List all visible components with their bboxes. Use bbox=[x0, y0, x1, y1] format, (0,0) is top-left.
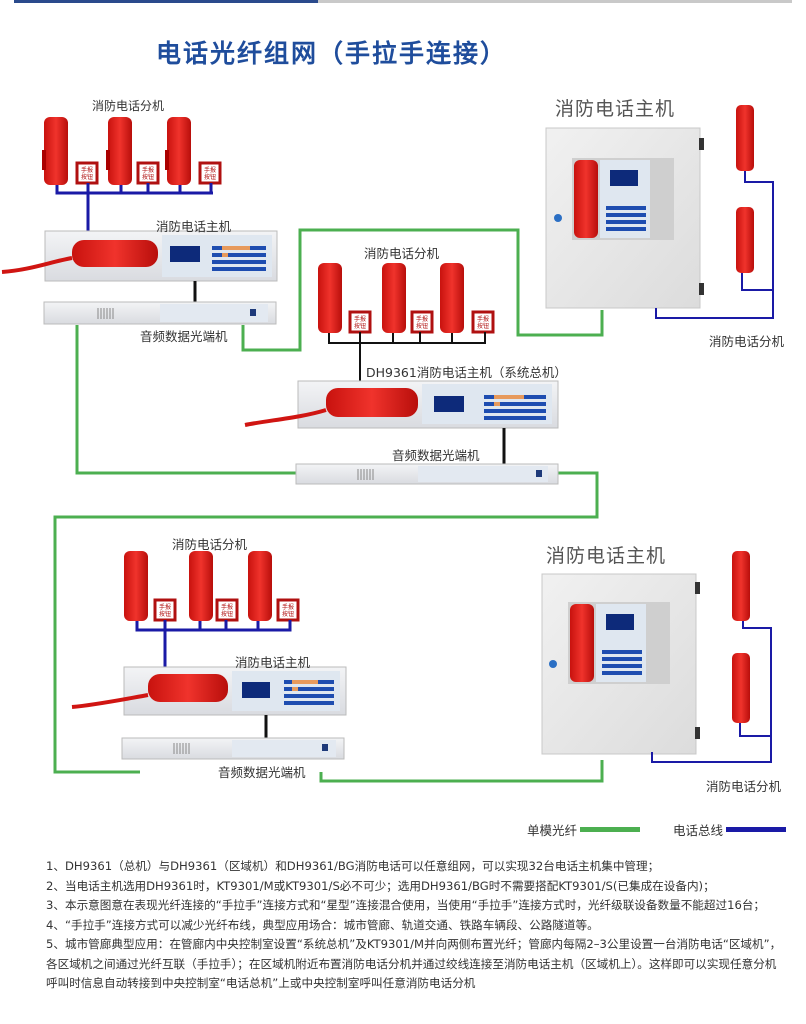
optical-terminal bbox=[121, 737, 345, 760]
group3-extensions-label: 消防电话分机 bbox=[172, 537, 248, 552]
alarm-button-caption: 手报 bbox=[477, 315, 489, 323]
phone-bus bbox=[651, 621, 772, 763]
group1-extensions-label: 消防电话分机 bbox=[92, 99, 165, 113]
alarm-button-caption: 手报 bbox=[142, 166, 154, 174]
alarm-button-caption: 按钮 bbox=[354, 322, 366, 330]
group1-host-label: 消防电话主机 bbox=[156, 219, 232, 234]
extension-phone bbox=[318, 263, 342, 333]
group1-optical-label: 音频数据光端机 bbox=[140, 329, 228, 344]
alarm-button-caption: 按钮 bbox=[282, 610, 294, 618]
extension-phones bbox=[42, 117, 191, 185]
extension-phone bbox=[736, 207, 754, 273]
fiber-line bbox=[319, 760, 604, 783]
wall-cabinet bbox=[545, 127, 704, 309]
phone-bus bbox=[135, 620, 292, 668]
cabinet-top bbox=[545, 105, 774, 319]
note-item: 2、当电话主机选用DH9361时，KT9301/M或KT9301/S必不可少；选… bbox=[46, 878, 715, 893]
extension-phone bbox=[165, 117, 191, 185]
extension-phones bbox=[736, 105, 754, 273]
wall-cabinet bbox=[541, 573, 700, 755]
top-divider bbox=[14, 0, 792, 3]
group2-optical-label: 音频数据光端机 bbox=[392, 448, 480, 463]
extension-phones bbox=[318, 263, 464, 333]
notes: 1、DH9361（总机）与DH9361（区域机）和DH9361/BG消防电话可以… bbox=[46, 857, 786, 994]
note-item: 5、城市管廊典型应用：在管廊内中央控制室设置“系统总机”及KT9301/M并向两… bbox=[46, 937, 782, 990]
extension-phones bbox=[124, 551, 272, 621]
alarm-button-caption: 按钮 bbox=[159, 610, 171, 618]
alarm-button-caption: 手报 bbox=[204, 166, 216, 174]
alarm-button-caption: 按钮 bbox=[142, 173, 154, 181]
note-item: 4、“手拉手”连接方式可以减少光纤布线，典型应用场合：城市管廊、轨道交通、铁路车… bbox=[46, 917, 599, 932]
top-divider-accent bbox=[14, 0, 318, 3]
alarm-button-caption: 手报 bbox=[159, 603, 171, 611]
cabinet-bottom-extensions-label: 消防电话分机 bbox=[706, 779, 782, 794]
alarm-button-caption: 手报 bbox=[416, 315, 428, 323]
alarm-button-caption: 手报 bbox=[354, 315, 366, 323]
group3-optical-label: 音频数据光端机 bbox=[218, 765, 306, 780]
host-panel bbox=[244, 380, 559, 429]
phone-bus bbox=[55, 183, 213, 232]
extension-phones bbox=[732, 551, 750, 723]
extension-phone bbox=[440, 263, 464, 333]
alarm-button-caption: 按钮 bbox=[204, 173, 216, 181]
fiber-line bbox=[75, 325, 296, 475]
page-title: 电话光纤组网（手拉手连接） bbox=[156, 39, 508, 68]
host-panel bbox=[1, 230, 278, 282]
extension-phone bbox=[189, 551, 213, 621]
fiber-lines bbox=[53, 228, 604, 783]
alarm-button bbox=[471, 310, 495, 334]
legend-fiber-swatch bbox=[580, 827, 641, 832]
extension-phone bbox=[382, 263, 406, 333]
extension-phone bbox=[732, 653, 750, 723]
extension-phone bbox=[42, 117, 68, 185]
cabinet-bottom-host-label: 消防电话主机 bbox=[546, 545, 667, 567]
fiber-line bbox=[53, 471, 599, 774]
legend-fiber: 单模光纤 bbox=[527, 820, 641, 839]
optical-terminal bbox=[43, 301, 277, 325]
alarm-button-caption: 手报 bbox=[221, 603, 233, 611]
legend-bus: 电话总线 bbox=[673, 820, 787, 839]
legend-bus-label: 电话总线 bbox=[673, 823, 724, 838]
legend-fiber-label: 单模光纤 bbox=[527, 823, 578, 838]
note-item: 1、DH9361（总机）与DH9361（区域机）和DH9361/BG消防电话可以… bbox=[46, 859, 660, 873]
group3-host-label: 消防电话主机 bbox=[235, 655, 311, 670]
cabinet-bottom bbox=[541, 551, 772, 763]
fiber-line bbox=[241, 228, 604, 352]
alarm-button-caption: 按钮 bbox=[416, 322, 428, 330]
group2-host-label: DH9361消防电话主机（系统总机） bbox=[366, 365, 567, 380]
alarm-button-caption: 按钮 bbox=[81, 173, 93, 181]
group2-extensions-label: 消防电话分机 bbox=[364, 246, 440, 261]
alarm-button-caption: 按钮 bbox=[477, 322, 489, 330]
alarm-button-caption: 按钮 bbox=[221, 610, 233, 618]
note-item: 3、本示意图意在表现光纤连接的“手拉手”连接方式和“星型”连接混合使用，当使用“… bbox=[46, 898, 766, 912]
legend-bus-swatch bbox=[726, 827, 787, 832]
alarm-button-caption: 手报 bbox=[81, 166, 93, 174]
alarm-button bbox=[276, 598, 300, 622]
optical-terminal bbox=[295, 463, 559, 485]
alarm-button-caption: 手报 bbox=[282, 603, 294, 611]
phone-bus bbox=[328, 332, 486, 382]
extension-phone bbox=[248, 551, 272, 621]
alarm-button bbox=[410, 310, 434, 334]
extension-phone bbox=[106, 117, 132, 185]
extension-phone bbox=[124, 551, 148, 621]
cabinet-top-host-label: 消防电话主机 bbox=[555, 98, 676, 120]
host-panel bbox=[71, 666, 347, 716]
cabinet-top-extensions-label: 消防电话分机 bbox=[709, 334, 785, 349]
phone-bus bbox=[655, 171, 774, 319]
extension-phone bbox=[732, 551, 750, 621]
extension-phone bbox=[736, 105, 754, 171]
